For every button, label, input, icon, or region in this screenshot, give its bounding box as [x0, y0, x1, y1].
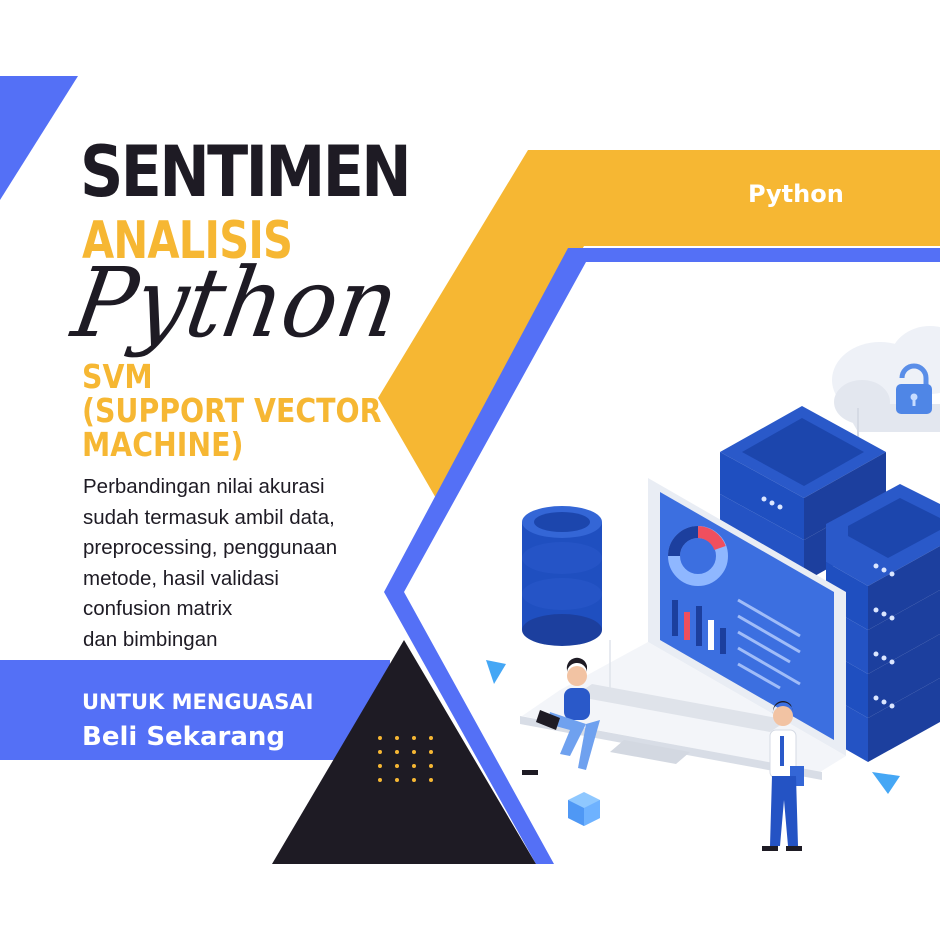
description-line: Perbandingan nilai akurasi [83, 475, 325, 498]
cta-band [0, 660, 390, 760]
title-sentimen: SENTIMEN [80, 131, 412, 213]
cube-icon [568, 792, 600, 826]
dots-pattern-icon [378, 736, 433, 782]
donut-chart-icon [668, 526, 728, 586]
bar-chart-icon [672, 600, 726, 654]
server-icon [720, 406, 940, 762]
yellow-hexagon-band [378, 150, 940, 500]
pyramid-icon [872, 772, 900, 794]
cloud-icon [832, 326, 940, 460]
description-line: dan bimbingan [83, 627, 218, 651]
python-tag: Python [748, 180, 844, 208]
title-analisis: ANALISIS [82, 211, 293, 271]
subtitle-line: (SUPPORT VECTOR [82, 391, 382, 430]
dark-triangle [272, 640, 536, 864]
subtitle-line: MACHINE) [82, 425, 244, 464]
description-line: preprocessing, penggunaan [83, 536, 338, 559]
person-icon [762, 701, 804, 851]
buy-now-button[interactable]: Beli Sekarang [82, 722, 286, 752]
description-line: confusion matrix [83, 597, 233, 620]
pyramid-icon [486, 660, 506, 684]
description-line: sudah termasuk ambil data, [83, 505, 335, 529]
person-icon [522, 657, 600, 775]
cta-label: UNTUK MENGUASAI [82, 690, 314, 714]
description-line: metode, hasil validasi [83, 566, 279, 590]
database-icon [522, 506, 602, 646]
blue-corner-shape [0, 76, 78, 200]
lock-icon [896, 363, 932, 414]
subtitle-svm: SVM (SUPPORT VECTOR MACHINE) [82, 360, 426, 462]
title-script-python: Python [65, 247, 407, 359]
description: Perbandingan nilai akurasi sudah termasu… [83, 472, 413, 655]
subtitle-line: SVM [82, 357, 153, 396]
